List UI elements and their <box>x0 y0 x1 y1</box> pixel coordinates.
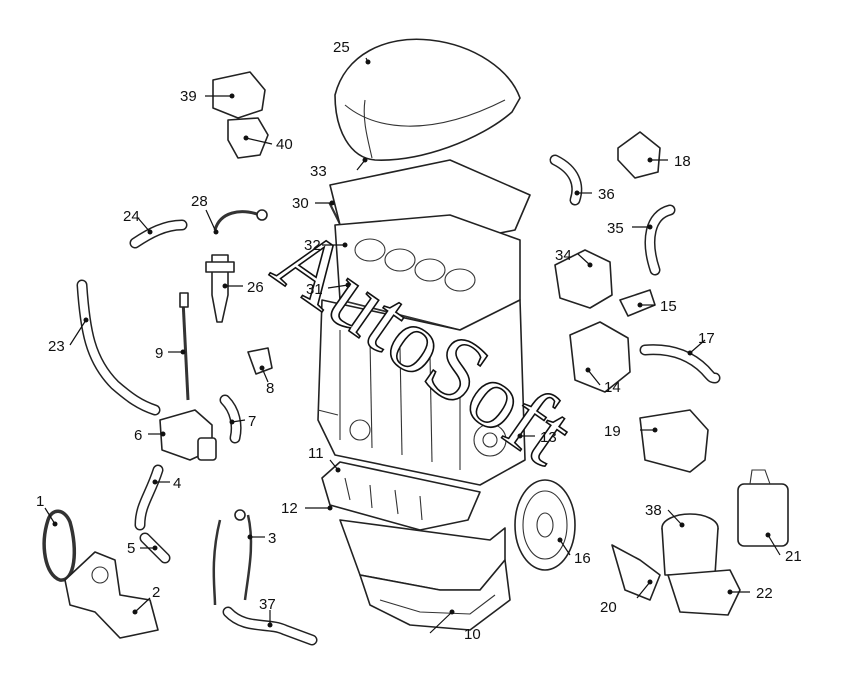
callout-2: 2 <box>152 584 160 601</box>
callout-4: 4 <box>173 475 181 492</box>
bracket-20 <box>611 544 661 601</box>
callout-20: 20 <box>600 599 617 616</box>
engine-cover <box>334 38 521 161</box>
oil-baffle <box>321 461 481 531</box>
callout-36: 36 <box>598 186 615 203</box>
callout-19: 19 <box>604 423 621 440</box>
water-outlet <box>569 321 631 393</box>
fuel-filter <box>737 483 789 547</box>
callout-21: 21 <box>785 548 802 565</box>
callout-15: 15 <box>660 298 677 315</box>
callout-5: 5 <box>127 540 135 557</box>
callout-7: 7 <box>248 413 256 430</box>
callout-16: 16 <box>574 550 591 567</box>
callout-14: 14 <box>604 379 621 396</box>
sensor-15 <box>619 289 656 317</box>
callout-9: 9 <box>155 345 163 362</box>
callout-25: 25 <box>333 39 350 56</box>
egr-valve <box>554 249 613 309</box>
callout-8: 8 <box>266 380 274 397</box>
callout-17: 17 <box>698 330 715 347</box>
engine-mount-upper <box>212 71 266 119</box>
callout-22: 22 <box>756 585 773 602</box>
callout-33: 33 <box>310 163 327 180</box>
callout-30: 30 <box>292 195 309 212</box>
callout-38: 38 <box>645 502 662 519</box>
callout-labels: 1 2 3 4 5 6 7 8 9 10 11 12 13 14 15 16 1… <box>36 39 802 643</box>
starter-motor <box>639 409 709 473</box>
oil-pan <box>339 519 511 631</box>
callout-6: 6 <box>134 427 142 444</box>
drive-belt <box>42 509 77 582</box>
callout-12: 12 <box>281 500 298 517</box>
callout-32: 32 <box>304 237 321 254</box>
callout-28: 28 <box>191 193 208 210</box>
leader-dots <box>52 59 771 628</box>
callout-1: 1 <box>36 493 44 510</box>
callout-24: 24 <box>123 208 140 225</box>
callout-23: 23 <box>48 338 65 355</box>
callout-18: 18 <box>674 153 691 170</box>
engine-block <box>317 299 526 486</box>
callout-34: 34 <box>555 247 572 264</box>
callout-31: 31 <box>306 281 323 298</box>
callout-11: 11 <box>308 445 324 462</box>
callout-13: 13 <box>540 429 557 446</box>
water-pump <box>64 551 159 639</box>
flywheel <box>514 479 576 571</box>
callout-10: 10 <box>464 626 481 643</box>
callout-3: 3 <box>268 530 276 547</box>
callout-26: 26 <box>247 279 264 296</box>
callout-35: 35 <box>607 220 624 237</box>
filter-bracket <box>667 569 741 616</box>
callout-40: 40 <box>276 136 293 153</box>
callout-37: 37 <box>259 596 276 613</box>
callout-39: 39 <box>180 88 197 105</box>
sensor-block <box>617 131 661 179</box>
